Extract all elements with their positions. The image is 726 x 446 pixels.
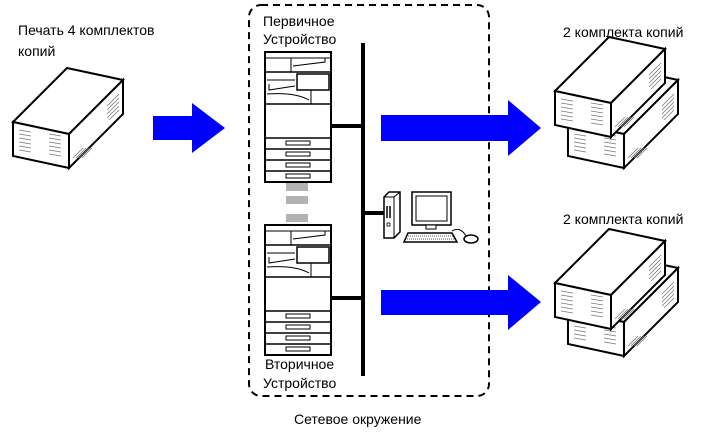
primary-copier-icon	[264, 51, 332, 183]
source-label-line2: копий	[18, 43, 56, 59]
output-arrow-1	[381, 100, 541, 156]
network-environment-label: Сетевое окружение	[294, 411, 422, 427]
computer-icon	[383, 191, 479, 244]
secondary-device-label-line1: Вторичное	[265, 356, 335, 372]
output-arrow-2	[381, 275, 541, 330]
link-dash	[286, 183, 308, 191]
secondary-copier-icon	[264, 224, 332, 356]
primary-device-label-line1: Первичное	[263, 13, 335, 29]
output-label-2: 2 комплекта копий	[563, 211, 684, 227]
network-environment-frame	[248, 4, 490, 397]
link-dash	[286, 214, 308, 222]
input-arrow	[153, 103, 225, 153]
source-label-line1: Печать 4 комплектов	[18, 22, 155, 38]
output-paper-stack-2-icon	[554, 228, 679, 357]
primary-device-label-line2: Устройство	[263, 31, 337, 47]
link-dash	[286, 196, 308, 204]
source-paper-stack-icon	[12, 67, 124, 169]
output-label-1: 2 комплекта копий	[563, 24, 684, 40]
output-paper-stack-1-icon	[554, 36, 679, 169]
secondary-device-label-line2: Устройство	[263, 375, 337, 391]
